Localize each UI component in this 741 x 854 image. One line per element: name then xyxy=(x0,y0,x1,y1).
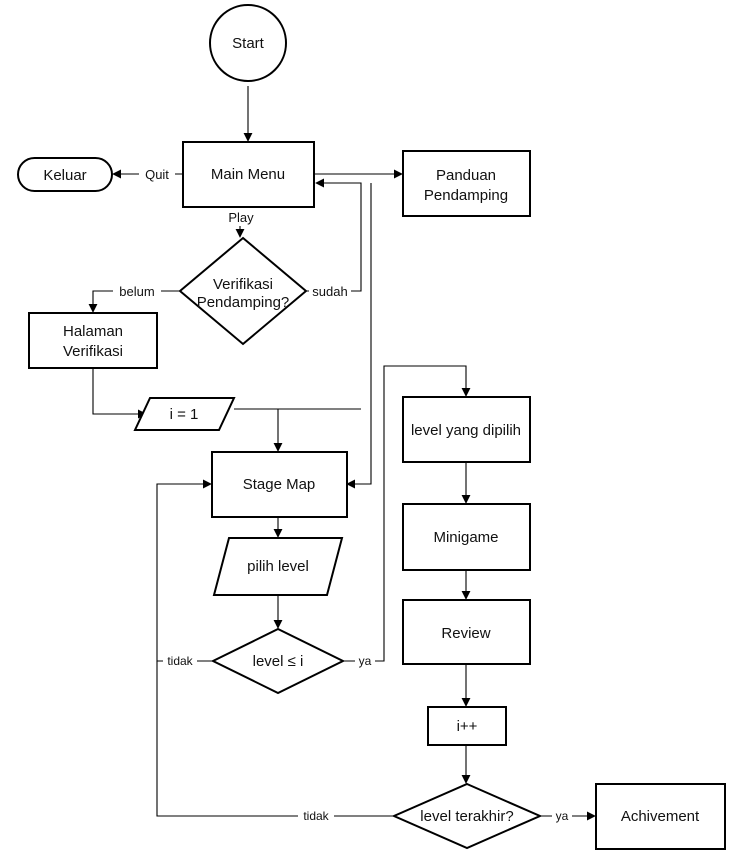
achivement-label: Achivement xyxy=(621,808,700,825)
node-panduan-pendamping: Panduan Pendamping xyxy=(402,150,531,217)
tidak-level-label: tidak xyxy=(167,654,193,668)
halaman-label-line2: Verifikasi xyxy=(63,343,123,360)
node-minigame: Minigame xyxy=(402,503,531,571)
verifikasi-label-line1: Verifikasi xyxy=(213,276,273,293)
node-level-yang-dipilih: level yang dipilih xyxy=(402,396,531,463)
node-achivement: Achivement xyxy=(595,783,726,850)
edge-panduan-to-stage-map xyxy=(346,183,372,489)
node-level-terakhir: level terakhir? xyxy=(391,782,543,850)
ya-level-label: ya xyxy=(359,654,372,668)
main-menu-label: Main Menu xyxy=(211,166,285,183)
node-halaman-verifikasi: Halaman Verifikasi xyxy=(28,312,158,369)
node-pilih-level: pilih level xyxy=(212,537,344,596)
review-label: Review xyxy=(441,625,490,642)
ya-terakhir-label: ya xyxy=(556,809,569,823)
level-check-label: level ≤ i xyxy=(253,653,304,670)
i-init-label: i = 1 xyxy=(170,406,199,423)
node-increment: i++ xyxy=(427,706,507,746)
edge-labels: Quit Play belum sudah tidak ya tidak ya xyxy=(113,164,572,824)
node-i-init: i = 1 xyxy=(133,397,236,431)
sudah-label: sudah xyxy=(312,284,347,299)
node-keluar: Keluar xyxy=(17,157,113,192)
quit-label: Quit xyxy=(145,167,169,182)
level-dipilih-label: level yang dipilih xyxy=(411,422,521,439)
edge-level-check-tidak xyxy=(156,479,213,662)
node-main-menu: Main Menu xyxy=(182,141,315,208)
panduan-label-line1: Panduan xyxy=(436,167,496,184)
node-level-check: level ≤ i xyxy=(210,627,346,695)
node-start: Start xyxy=(209,4,287,82)
node-stage-map: Stage Map xyxy=(211,451,348,518)
play-label: Play xyxy=(228,210,254,225)
keluar-label: Keluar xyxy=(43,167,86,184)
start-label: Start xyxy=(232,35,265,52)
node-review: Review xyxy=(402,599,531,665)
stage-map-label: Stage Map xyxy=(243,476,316,493)
increment-label: i++ xyxy=(457,718,478,735)
node-verifikasi-pendamping: Verifikasi Pendamping? xyxy=(178,236,308,346)
edge-halaman-to-i-init xyxy=(92,368,147,419)
minigame-label: Minigame xyxy=(433,529,498,546)
tidak-terakhir-label: tidak xyxy=(303,809,329,823)
halaman-label-line1: Halaman xyxy=(63,323,123,340)
pilih-level-label: pilih level xyxy=(247,558,309,575)
level-terakhir-label: level terakhir? xyxy=(420,808,513,825)
belum-label: belum xyxy=(119,284,154,299)
panduan-label-line2: Pendamping xyxy=(424,187,508,204)
verifikasi-label-line2: Pendamping? xyxy=(197,294,290,311)
